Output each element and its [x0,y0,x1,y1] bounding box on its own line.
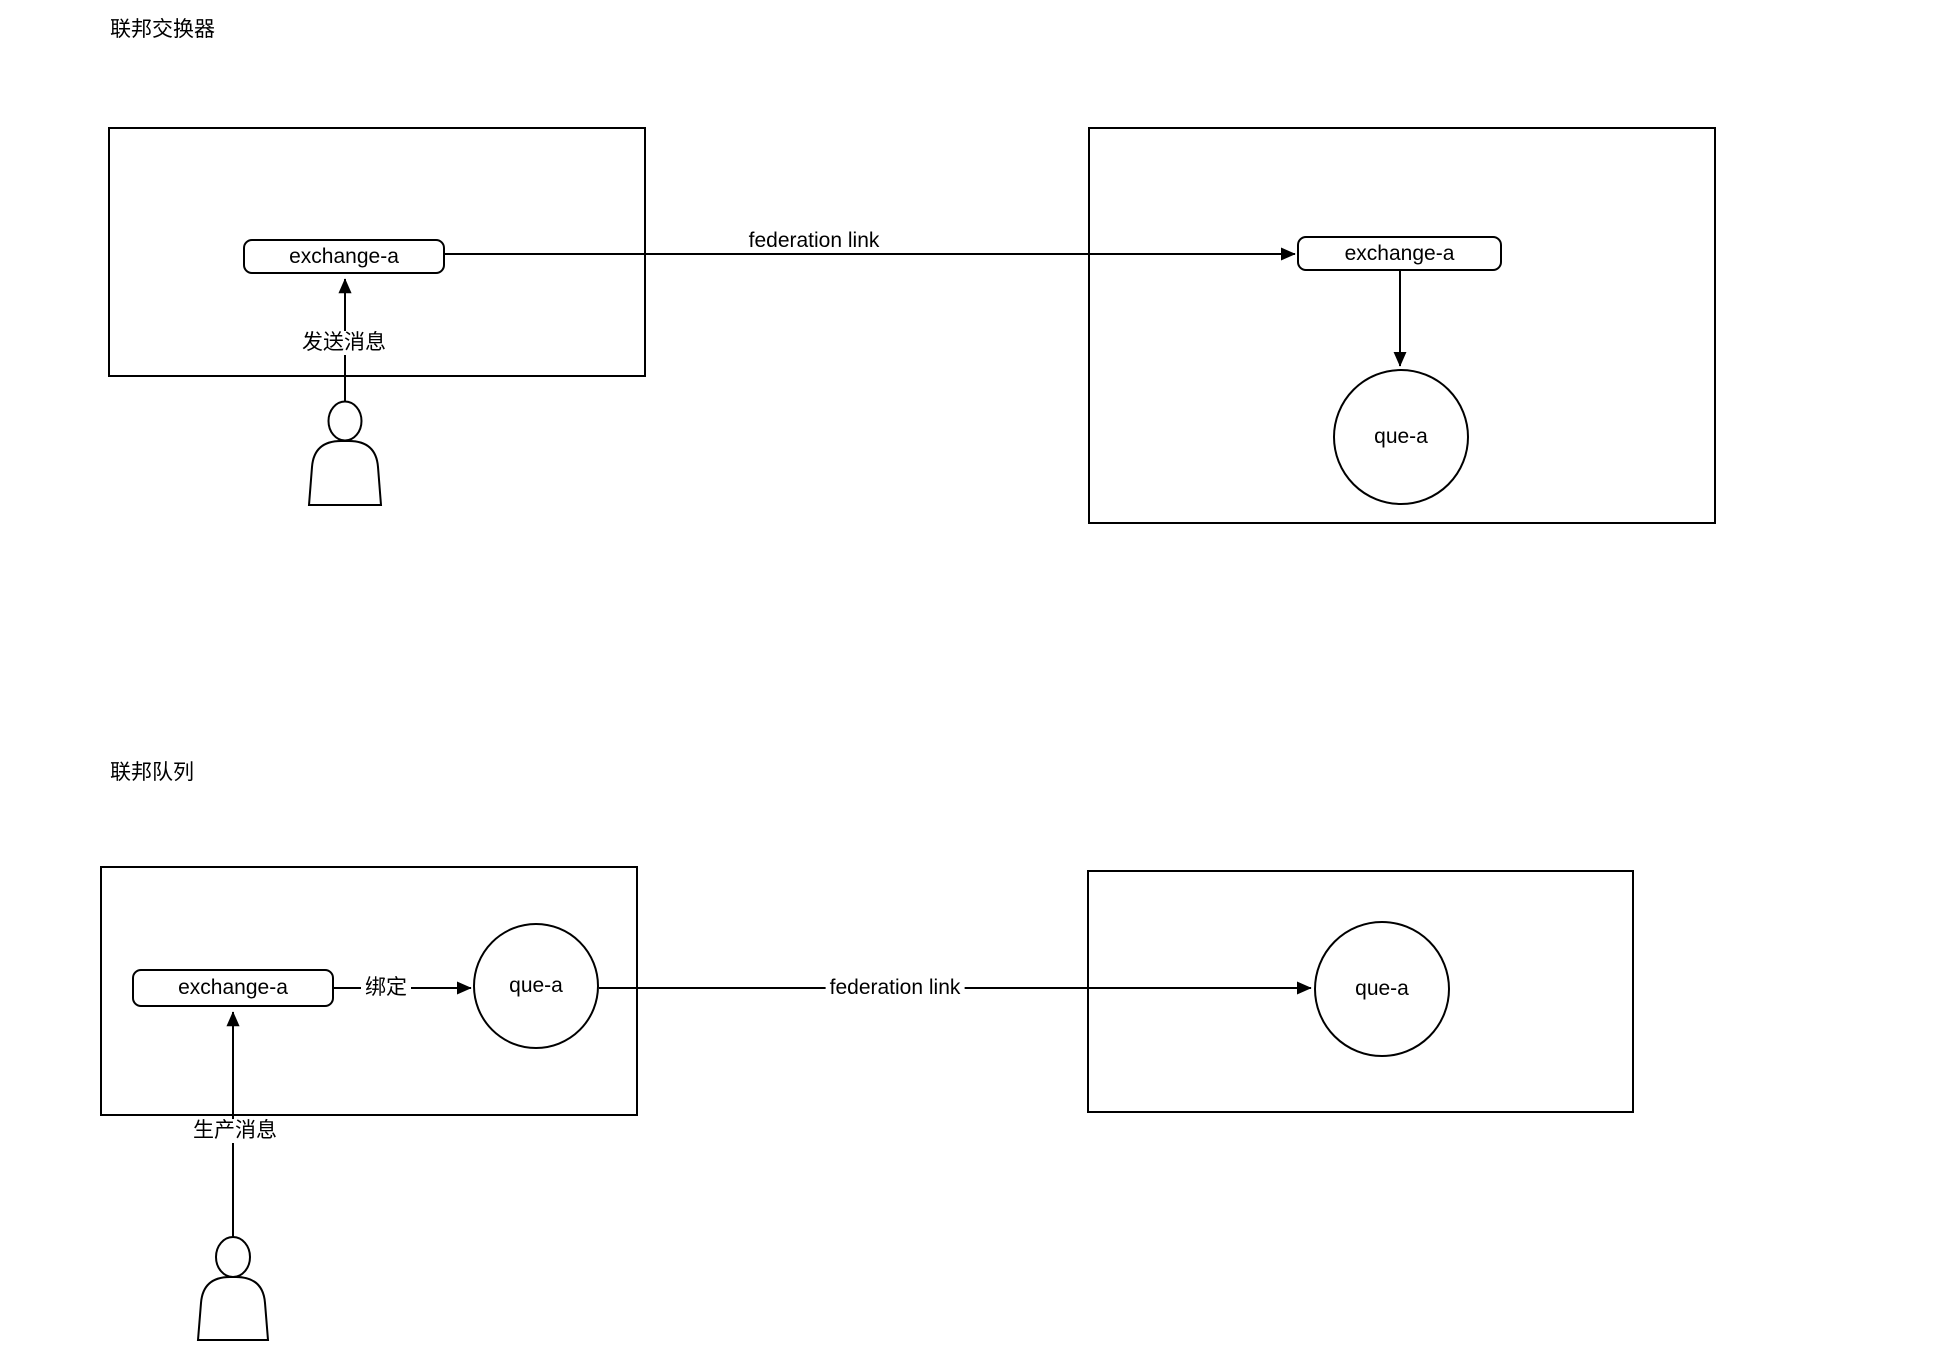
exchange-node: exchange-a [1297,236,1502,271]
federation-link-label: federation link [748,229,880,252]
exchange-node: exchange-a [132,969,334,1007]
federation-exchange-upstream-broker-box [108,127,646,377]
produce-message-label: 生产消息 [189,1119,281,1143]
person-icon [196,1236,270,1341]
section-title-federation-exchange: 联邦交换器 [110,18,215,41]
queue-node: que-a [1333,369,1469,505]
section-title-federation-queue: 联邦队列 [110,761,194,784]
queue-node: que-a [1314,921,1450,1057]
federation-exchange-downstream-broker-box [1088,127,1716,524]
federation-queue-upstream-broker-box [100,866,638,1116]
queue-node: que-a [473,923,599,1049]
federation-link-label: federation link [825,976,965,1000]
person-icon [307,400,383,506]
binding-label: 绑定 [361,976,411,1000]
exchange-node: exchange-a [243,239,445,274]
federation-queue-downstream-broker-box [1087,870,1634,1113]
send-message-label: 发送消息 [298,331,390,355]
